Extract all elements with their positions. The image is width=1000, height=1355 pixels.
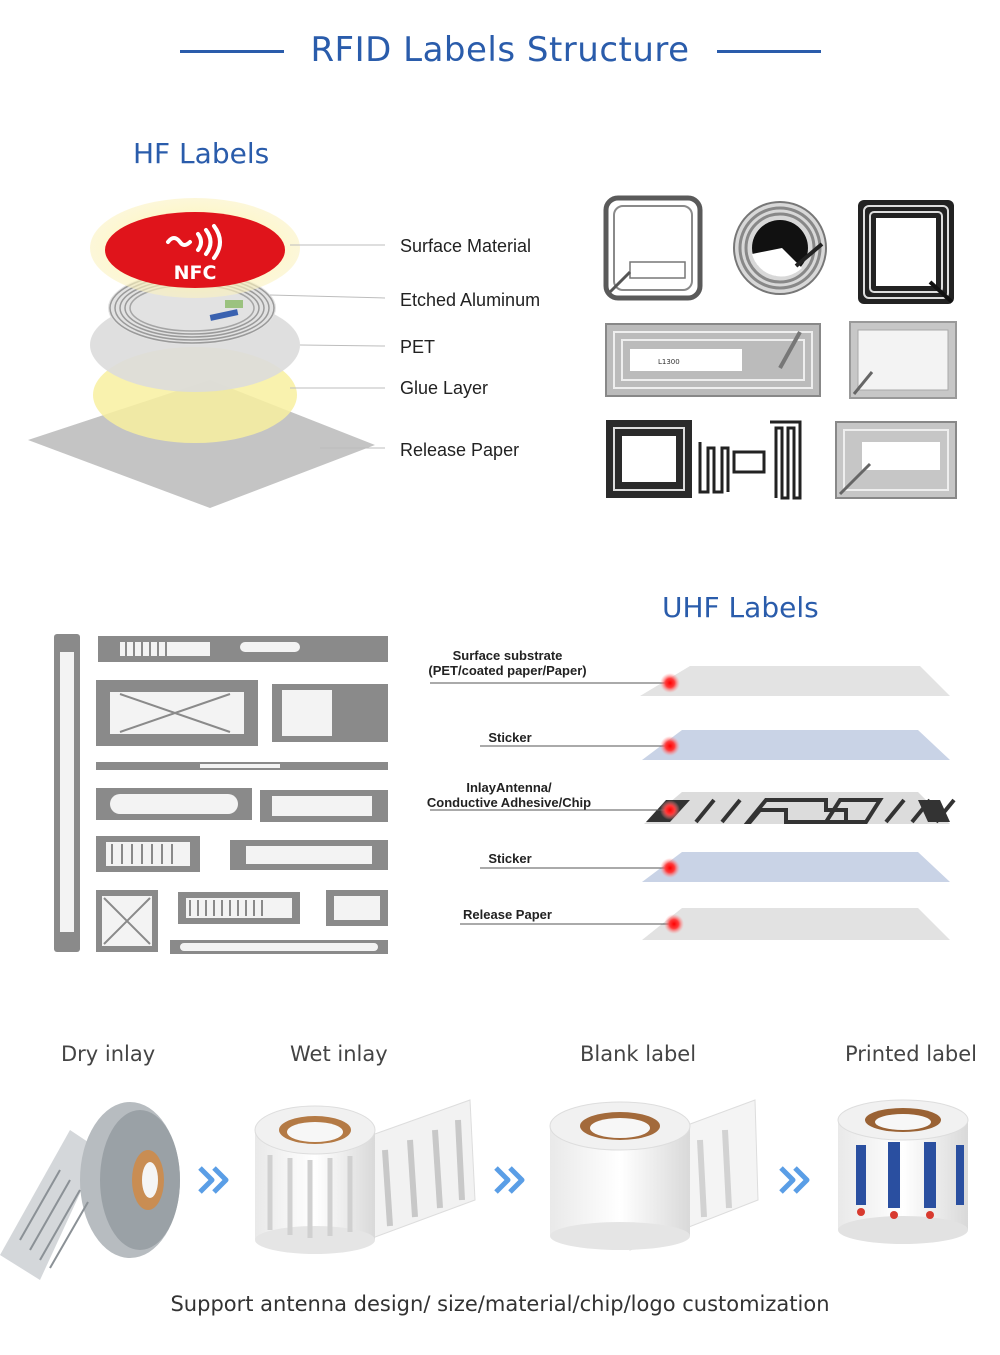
hf-concentric-inlay xyxy=(858,200,954,304)
stage-label-printed-label: Printed label xyxy=(845,1042,978,1066)
uhf-antenna-collage xyxy=(54,634,388,954)
hf-inlay-text: L1300 xyxy=(658,358,680,366)
hf-section-title: HF Labels xyxy=(133,137,270,170)
hf-layer-label-release: Release Paper xyxy=(400,440,520,460)
hf-square-inlay xyxy=(603,195,703,301)
hf-layer-label-glue: Glue Layer xyxy=(400,378,489,398)
chip-dot xyxy=(660,858,680,878)
hf-layer-label-aluminum: Etched Aluminum xyxy=(400,290,541,310)
chip-dot xyxy=(664,914,684,934)
chip-dot xyxy=(660,673,680,693)
surface-material-layer xyxy=(105,212,285,288)
hf-dual-inlay xyxy=(606,420,802,500)
uhf-inlay-antenna-layer xyxy=(644,792,956,824)
uhf-surface-substrate-layer xyxy=(640,666,950,696)
double-chevron-right-icon xyxy=(494,1166,525,1194)
hf-inlay-samples: L1300 xyxy=(603,195,957,500)
title-right-rule xyxy=(717,50,821,53)
nfc-logo-text: NFC xyxy=(174,262,217,284)
chip-dot xyxy=(660,800,680,820)
stage-label-dry-inlay: Dry inlay xyxy=(61,1042,156,1066)
uhf-layer-label-sticker-bottom: Sticker xyxy=(488,851,532,866)
stage-label-blank-label: Blank label xyxy=(580,1042,697,1066)
process-rolls xyxy=(0,1099,969,1280)
hf-layer-label-surface: Surface Material xyxy=(400,236,532,256)
stage-label-wet-inlay: Wet inlay xyxy=(290,1042,388,1066)
printed-label-roll xyxy=(837,1099,969,1244)
chip-dot xyxy=(660,736,680,756)
hf-layer-label-pet: PET xyxy=(400,337,436,357)
uhf-layer-label-surface: Surface substrate (PET/coated paper/Pape… xyxy=(428,648,587,678)
blank-label-roll xyxy=(549,1099,759,1251)
hf-rect-inlay xyxy=(835,421,957,499)
uhf-sticker-layer-top xyxy=(642,730,950,760)
wet-inlay-roll xyxy=(254,1099,476,1254)
double-chevron-right-icon xyxy=(779,1166,810,1194)
uhf-release-paper-layer xyxy=(642,908,950,940)
page-title: RFID Labels Structure xyxy=(310,30,690,70)
title-left-rule xyxy=(180,50,284,53)
uhf-layer-stack-diagram xyxy=(430,666,956,940)
uhf-layer-label-release: Release Paper xyxy=(463,907,552,922)
hf-small-square-inlay xyxy=(849,321,957,399)
hf-long-inlay: L1300 xyxy=(605,323,821,397)
footer-customization-note: Support antenna design/ size/material/ch… xyxy=(170,1292,830,1316)
uhf-layer-label-sticker-top: Sticker xyxy=(488,730,532,745)
nfc-logo xyxy=(166,224,222,260)
hf-round-inlay xyxy=(733,201,827,295)
double-chevron-right-icon xyxy=(198,1166,229,1194)
uhf-layer-label-inlay: InlayAntenna/ Conductive Adhesive/Chip xyxy=(426,780,592,810)
uhf-section-title: UHF Labels xyxy=(662,591,819,624)
leader-line xyxy=(299,344,386,347)
hf-layer-stack-diagram: NFC xyxy=(28,198,386,508)
dry-inlay-roll xyxy=(0,1102,180,1280)
leader-line xyxy=(269,294,386,299)
uhf-sticker-layer-bottom xyxy=(642,852,950,882)
